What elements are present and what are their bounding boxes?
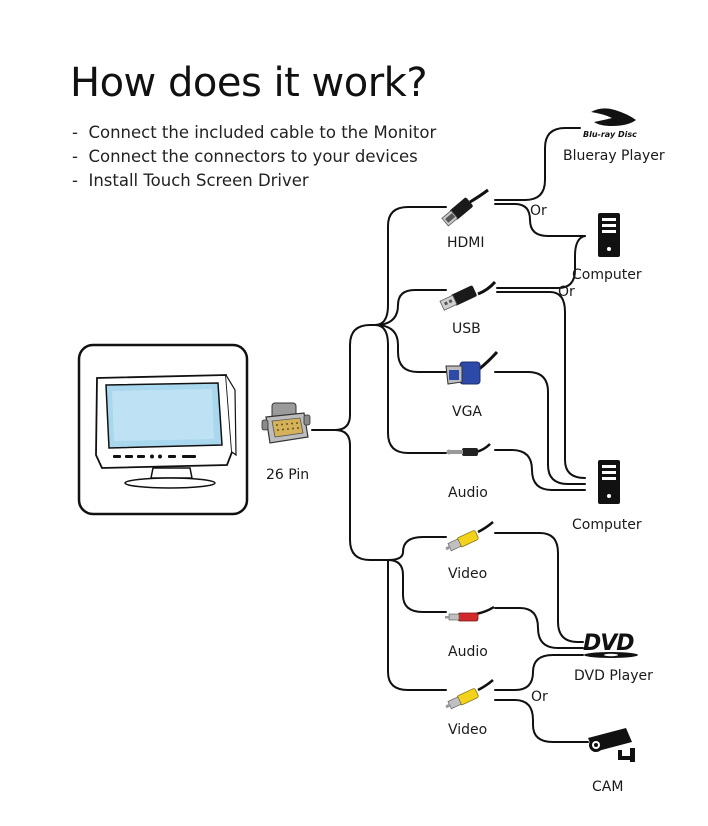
wire-trunk-upper bbox=[349, 324, 379, 416]
connector-label-audio-2: Audio bbox=[448, 644, 488, 660]
or-label: Or bbox=[530, 203, 547, 219]
instruction-step: Connect the included cable to the Monito… bbox=[72, 121, 436, 145]
computer-tower-icon bbox=[598, 213, 620, 257]
dvd-logo-text: DVD bbox=[583, 631, 634, 656]
wire-26pin-trunk bbox=[311, 414, 351, 431]
instruction-list: Connect the included cable to the Monito… bbox=[72, 121, 436, 193]
wire-vga-computer2 bbox=[494, 371, 586, 485]
wire-trunk-lower bbox=[334, 429, 389, 561]
device-label-bluray: Blueray Player bbox=[563, 148, 665, 164]
rca-video-connector-icon bbox=[445, 679, 494, 710]
wire-to-usb bbox=[374, 289, 447, 326]
connector-label-hdmi: HDMI bbox=[447, 235, 485, 251]
wire-usb-computer2 bbox=[496, 291, 586, 479]
wire-to-audio1 bbox=[374, 324, 447, 454]
hdmi-connector-icon bbox=[441, 188, 489, 227]
wire-to-video2 bbox=[386, 559, 447, 691]
db26-connector-icon bbox=[261, 402, 311, 444]
instruction-step: Connect the connectors to your devices bbox=[72, 145, 436, 169]
connector-label-usb: USB bbox=[452, 321, 481, 337]
or-label: Or bbox=[531, 689, 548, 705]
device-label-computer-2: Computer bbox=[572, 517, 642, 533]
connector-label-video-2: Video bbox=[448, 722, 487, 738]
wire-hdmi-bluray bbox=[494, 127, 581, 201]
bluray-logo-text: Blu-ray Disc bbox=[583, 130, 637, 139]
rca-video-connector-icon bbox=[445, 521, 494, 552]
wire-usb-computer1 bbox=[496, 235, 586, 289]
vga-connector-icon bbox=[445, 350, 499, 385]
device-label-cam: CAM bbox=[592, 779, 623, 795]
monitor-illustration bbox=[77, 343, 249, 516]
wire-video1-dvd bbox=[494, 532, 584, 643]
audio-jack-icon bbox=[446, 443, 491, 456]
connector-label-audio-1: Audio bbox=[448, 485, 488, 501]
wire-video2-cam bbox=[494, 699, 589, 743]
wire-video2-dvd bbox=[494, 654, 584, 691]
rca-audio-connector-icon bbox=[445, 605, 495, 622]
bluray-logo-icon: Blu-ray Disc bbox=[583, 108, 637, 139]
instruction-step: Install Touch Screen Driver bbox=[72, 169, 436, 193]
wire-audio2-dvd bbox=[494, 607, 584, 649]
wire-audio1-computer2 bbox=[494, 449, 586, 491]
wire-to-vga bbox=[374, 324, 447, 373]
device-label-computer-1: Computer bbox=[572, 267, 642, 283]
security-camera-icon bbox=[588, 728, 635, 762]
dvd-logo-icon: DVD bbox=[583, 631, 638, 658]
wires bbox=[311, 127, 589, 743]
page-title: How does it work? bbox=[70, 60, 428, 106]
connector-label-video-1: Video bbox=[448, 566, 487, 582]
wire-to-hdmi bbox=[374, 206, 447, 326]
wire-to-audio2 bbox=[387, 559, 447, 613]
wire-hdmi-computer bbox=[494, 203, 586, 237]
source-label: 26 Pin bbox=[266, 467, 309, 483]
or-label: Or bbox=[558, 284, 575, 300]
connector-label-vga: VGA bbox=[452, 404, 482, 420]
usb-connector-icon bbox=[439, 280, 497, 311]
computer-tower-icon bbox=[598, 460, 620, 504]
wire-to-video1 bbox=[387, 536, 447, 561]
device-label-dvd: DVD Player bbox=[574, 668, 653, 684]
